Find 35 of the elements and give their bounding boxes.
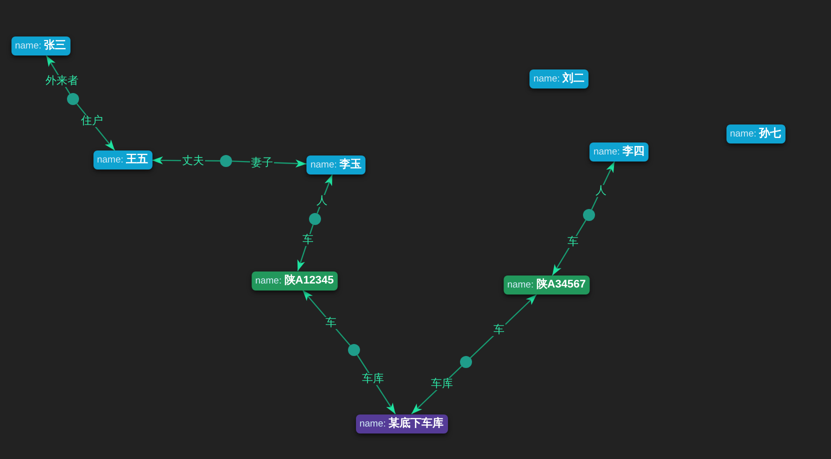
edge-label: 丈夫 [181,155,205,167]
node-box: name: 陕A34567 [503,276,590,294]
edge-label: 车库 [361,373,385,385]
node-box: name: 陕A12345 [251,271,338,290]
junction-dot [220,155,232,167]
node-box: name: 王五 [92,150,152,170]
node-box: name: 张三 [10,36,70,56]
arrow [76,103,116,151]
edge-label: 车 [566,236,580,248]
edge-label: 车 [302,234,314,246]
junction-dot [583,209,595,221]
arrow [591,161,616,210]
edge-label: 人 [316,195,328,207]
edge-label: 妻子 [250,157,274,169]
arrow [552,220,586,276]
node-box: name: 刘二 [529,70,589,88]
node-box: name: 孙七 [726,124,786,143]
junction-dot [67,93,79,105]
junction-dot [460,356,472,368]
edge-label: 车 [492,324,506,336]
arrow [316,174,333,214]
node-box: name: 李玉 [306,156,366,174]
edge-label: 住户 [80,115,104,127]
junction-dot [348,344,360,356]
junction-dot [309,213,321,225]
arrow [356,354,396,414]
arrow [302,290,351,346]
edge-label: 人 [594,185,608,197]
edge-label: 车库 [430,378,454,390]
arrow [470,294,538,358]
arrow [411,366,462,414]
edge-label: 车 [324,317,338,329]
node-box: name: 李四 [589,142,649,162]
node-box: name: 某底下车库 [355,414,448,433]
edge-label: 外来者 [44,75,80,87]
